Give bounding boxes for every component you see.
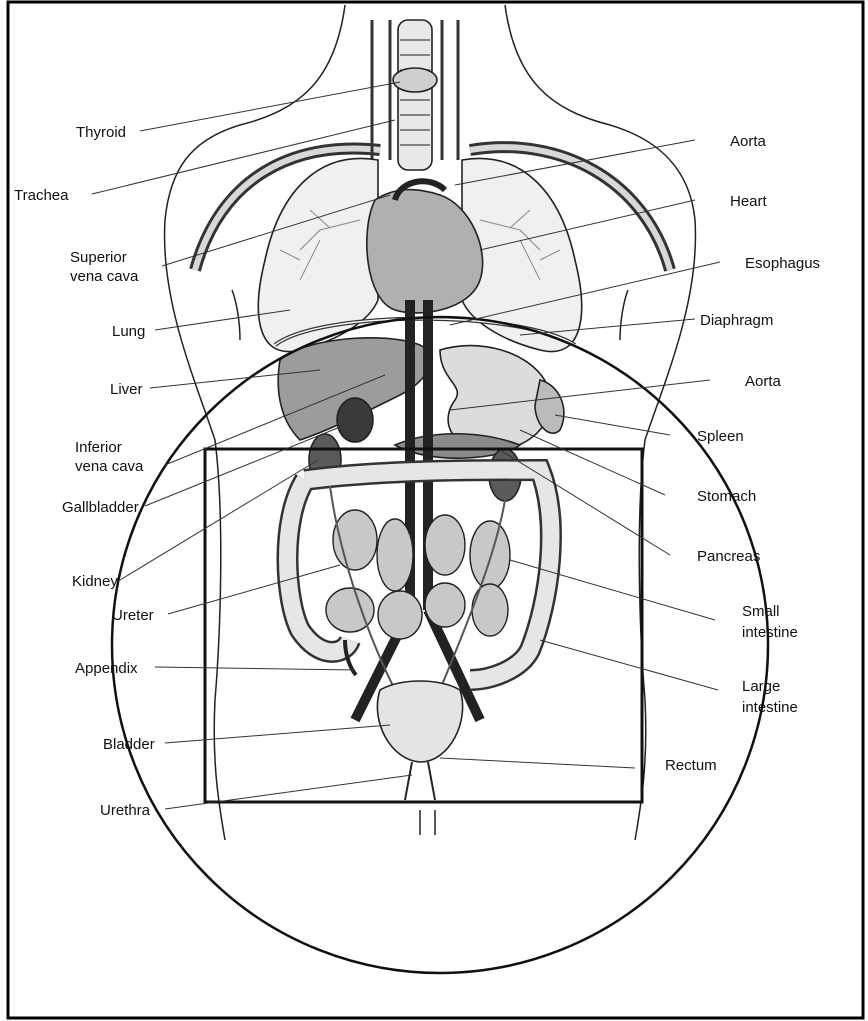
label-pancreas: Pancreas — [697, 548, 760, 565]
label-large-intestine-line2: intestine — [742, 699, 798, 716]
label-superior-vena-cava-line2: vena cava — [70, 268, 139, 285]
label-appendix: Appendix — [75, 660, 138, 677]
label-small-intestine-line1: Small — [742, 603, 780, 620]
label-ureter: Ureter — [112, 607, 154, 624]
label-aorta-upper: Aorta — [730, 133, 767, 150]
right-labels: Aorta Heart Esophagus Diaphragm Aorta Sp… — [665, 133, 820, 774]
label-inferior-vena-cava-line2: vena cava — [75, 458, 144, 475]
trachea — [398, 20, 432, 170]
label-large-intestine-line1: Large — [742, 678, 780, 695]
gallbladder — [337, 398, 373, 442]
label-gallbladder: Gallbladder — [62, 499, 139, 516]
label-heart: Heart — [730, 193, 768, 210]
label-trachea: Trachea — [14, 187, 69, 204]
label-small-intestine-line2: intestine — [742, 624, 798, 641]
label-rectum: Rectum — [665, 757, 717, 774]
label-spleen: Spleen — [697, 428, 744, 445]
label-aorta-lower: Aorta — [745, 373, 782, 390]
label-diaphragm: Diaphragm — [700, 312, 773, 329]
bladder — [377, 681, 462, 762]
small-intestine — [326, 510, 510, 639]
label-inferior-vena-cava-line1: Inferior — [75, 439, 122, 456]
label-thyroid: Thyroid — [76, 124, 126, 141]
left-labels: Thyroid Trachea Superior vena cava Lung … — [14, 124, 155, 819]
thyroid — [393, 68, 437, 92]
label-bladder: Bladder — [103, 736, 155, 753]
label-superior-vena-cava-line1: Superior — [70, 249, 127, 266]
label-kidney: Kidney — [72, 573, 118, 590]
label-urethra: Urethra — [100, 802, 151, 819]
label-esophagus: Esophagus — [745, 255, 820, 272]
label-liver: Liver — [110, 381, 143, 398]
urethra — [405, 762, 435, 800]
label-lung: Lung — [112, 323, 145, 340]
label-stomach: Stomach — [697, 488, 756, 505]
